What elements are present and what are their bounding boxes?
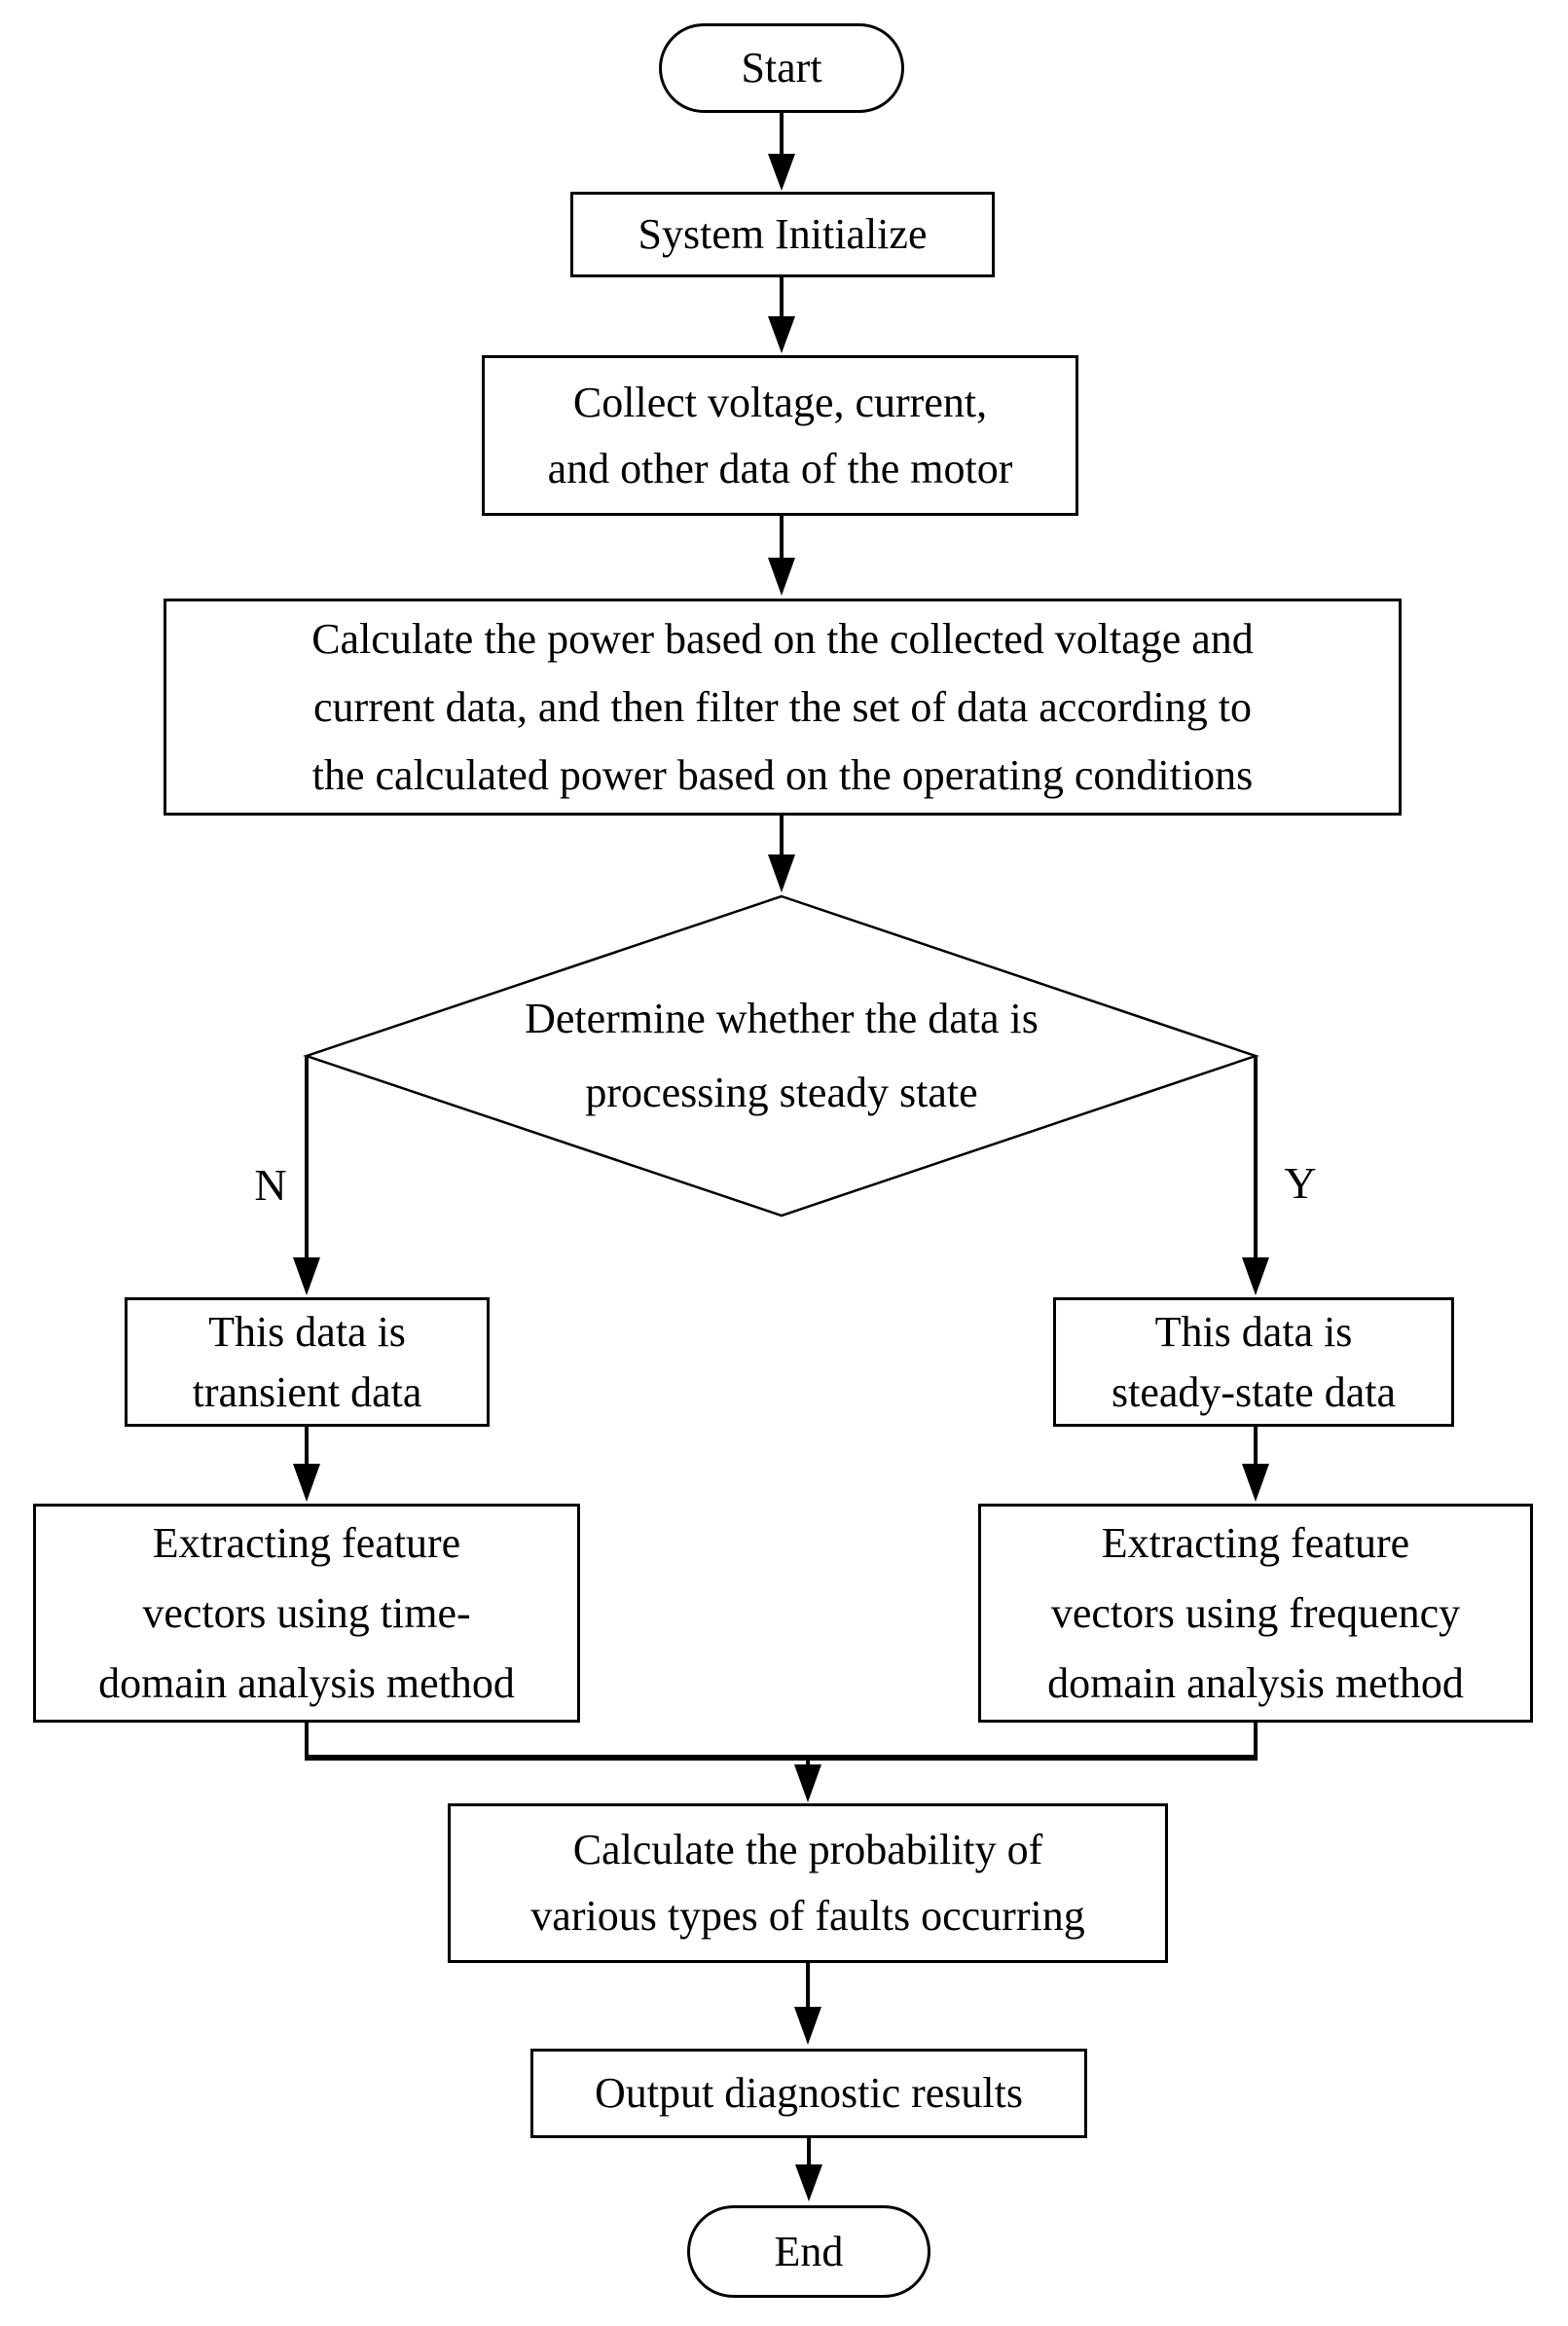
- arrowhead-transient-to-extract-time: [293, 1464, 320, 1502]
- arrowhead-steady-to-extract-freq: [1242, 1464, 1269, 1502]
- steady-state-decision: Determine whether the data is processing…: [441, 982, 1122, 1130]
- extract-time-line-1: Extracting feature: [152, 1518, 461, 1567]
- output-results-label: Output diagnostic results: [595, 2069, 1023, 2117]
- start-terminator: Start: [659, 23, 904, 113]
- fault-probability-process: Calculate the probability of various typ…: [448, 1803, 1168, 1963]
- arrowhead-start-to-init: [768, 154, 795, 191]
- probability-line-1: Calculate the probability of: [572, 1826, 1043, 1873]
- extract-freq-line-1: Extracting feature: [1101, 1518, 1410, 1567]
- steady-state-data-process: This data is steady-state data: [1053, 1297, 1454, 1427]
- end-terminator: End: [687, 2205, 930, 2298]
- start-label: Start: [741, 44, 822, 91]
- steady-line-1: This data is: [1154, 1307, 1353, 1356]
- probability-line-2: various types of faults occurring: [530, 1892, 1085, 1940]
- time-domain-extract-process: Extracting feature vectors using time- d…: [33, 1504, 580, 1723]
- arrowhead-init-to-collect: [768, 316, 795, 353]
- calculate-power-line-3: the calculated power based on the operat…: [311, 750, 1254, 799]
- branch-label-yes: Y: [1284, 1158, 1317, 1208]
- extract-freq-line-2: vectors using frequency: [1050, 1588, 1461, 1637]
- collect-data-line-1: Collect voltage, current,: [572, 378, 988, 426]
- steady-line-2: steady-state data: [1112, 1367, 1396, 1416]
- arrowhead-merge-to-probability: [794, 1764, 821, 1802]
- collect-data-line-2: and other data of the motor: [547, 444, 1013, 492]
- calculate-power-line-1: Calculate the power based on the collect…: [311, 614, 1254, 663]
- decision-line-1: Determine whether the data is: [525, 995, 1039, 1042]
- decision-line-2: processing steady state: [585, 1069, 978, 1116]
- extract-time-line-3: domain analysis method: [98, 1658, 515, 1707]
- calculate-power-line-2: current data, and then filter the set of…: [313, 682, 1252, 731]
- arrowhead-decision-to-transient: [293, 1257, 320, 1295]
- transient-data-process: This data is transient data: [125, 1297, 490, 1427]
- collect-data-process: Collect voltage, current, and other data…: [482, 355, 1078, 516]
- system-initialize-label: System Initialize: [638, 210, 928, 258]
- extract-time-line-2: vectors using time-: [142, 1588, 471, 1637]
- decision-diamond-shape: [303, 894, 1259, 1218]
- calculate-power-process: Calculate the power based on the collect…: [164, 599, 1402, 816]
- transient-line-1: This data is: [208, 1307, 406, 1356]
- arrowhead-calculate-to-decision: [768, 854, 795, 892]
- arrowhead-decision-to-steady: [1242, 1257, 1269, 1295]
- system-initialize-process: System Initialize: [570, 192, 995, 277]
- transient-line-2: transient data: [192, 1367, 422, 1416]
- output-results-process: Output diagnostic results: [530, 2049, 1087, 2138]
- arrowhead-output-to-end: [795, 2164, 822, 2201]
- end-label: End: [774, 2227, 844, 2275]
- arrowhead-collect-to-calculate: [768, 558, 795, 596]
- frequency-domain-extract-process: Extracting feature vectors using frequen…: [978, 1504, 1533, 1723]
- arrowhead-probability-to-output: [794, 2007, 821, 2045]
- extract-freq-line-3: domain analysis method: [1047, 1658, 1464, 1707]
- branch-label-no: N: [254, 1160, 287, 1210]
